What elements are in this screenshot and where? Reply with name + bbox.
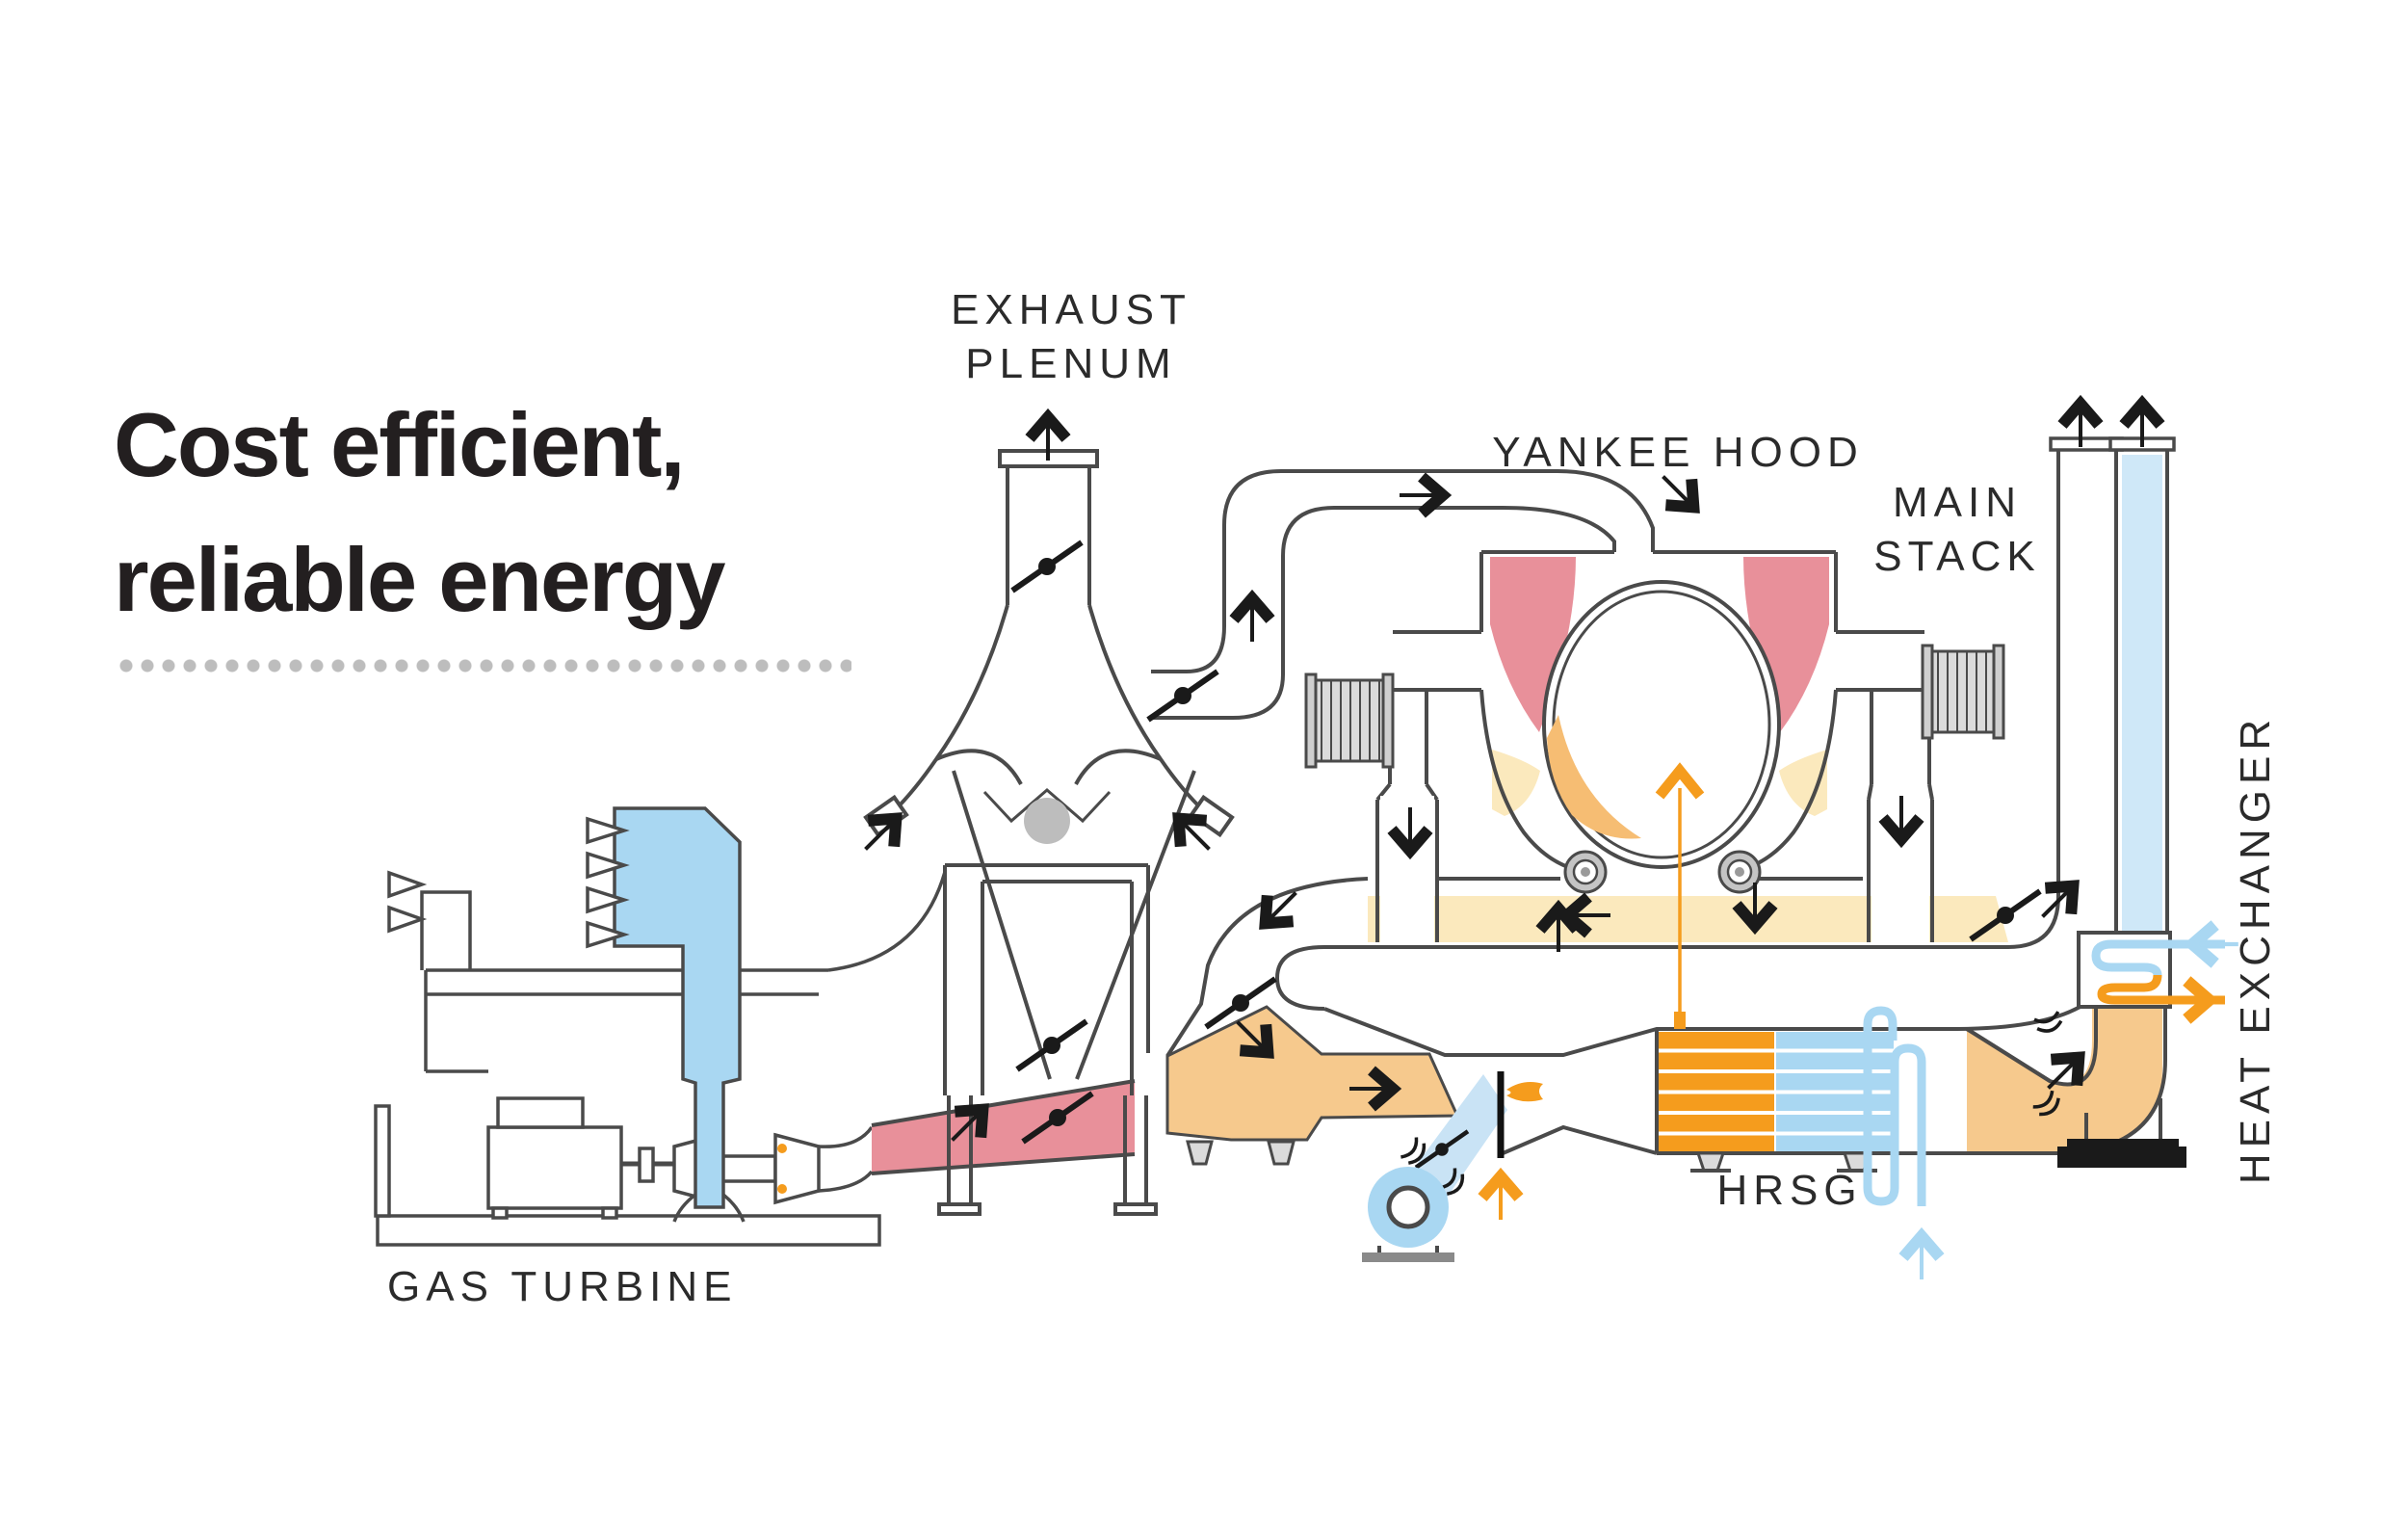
yankee-hood xyxy=(1304,550,2005,944)
cylinder-roller-right xyxy=(1717,850,1762,894)
fan-blower-icon xyxy=(1362,1167,1454,1262)
dotted-divider xyxy=(118,657,851,674)
diagonal-arrow-icon xyxy=(852,805,909,862)
plenum-ball-damper xyxy=(1024,798,1070,844)
hrsg-outlet-elbow xyxy=(1965,1007,2186,1168)
damper-valve-icon xyxy=(1148,672,1217,720)
hot-air-zone-right xyxy=(1743,557,1829,732)
turbine-exhaust-duct xyxy=(871,1079,1136,1175)
steam-up-arrow-icon xyxy=(1655,762,1705,800)
return-elbow xyxy=(1165,877,1369,1058)
label-yankee-hood: YANKEE HOOD xyxy=(1492,429,1864,476)
hrsg-unit xyxy=(1655,1006,2052,1279)
generator xyxy=(486,1125,623,1210)
steam-supply-line xyxy=(1655,762,1705,1029)
hot-air-zone-left xyxy=(1490,557,1576,732)
cold-water-coil xyxy=(2091,939,2225,976)
label-gas-turbine: GAS TURBINE xyxy=(387,1263,738,1310)
damper-valve-icon xyxy=(1017,1021,1086,1069)
label-main-stack: MAIN STACK xyxy=(1873,479,2041,580)
label-heat-exchanger: HEAT EXCHANGER xyxy=(2232,713,2279,1185)
label-hrsg: HRSG xyxy=(1716,1167,1863,1214)
combustion-air-arrow-icon xyxy=(1482,1176,1519,1220)
gas-turbine-assembly xyxy=(374,806,947,1247)
air-intake-duct xyxy=(613,806,742,1209)
feedwater-up-arrow-icon xyxy=(1903,1236,1940,1279)
heat-exchanger-stack-flow xyxy=(2122,455,2162,933)
hood-fan-right xyxy=(1921,644,2005,740)
title-line-1: Cost efficient, xyxy=(114,394,686,495)
return-air-duct xyxy=(1368,896,2008,942)
heat-crescent xyxy=(1547,715,1641,839)
hot-water-coil xyxy=(2097,974,2225,1005)
hood-fan-left xyxy=(1304,672,1395,769)
diverter-duct xyxy=(1165,1005,1460,1166)
up-arrow-icon xyxy=(1234,598,1270,642)
stack-base-pedestal xyxy=(2057,1147,2186,1168)
stacks xyxy=(2049,436,2176,933)
duct-burner xyxy=(1362,1071,1658,1262)
supply-duct xyxy=(1151,469,1655,720)
yankee-cylinder xyxy=(1542,580,1781,869)
turbine-skid xyxy=(376,1214,881,1247)
damper-valve-icon xyxy=(1012,542,1082,591)
label-exhaust-plenum: EXHAUST PLENUM xyxy=(951,286,1191,387)
feedwater-coil xyxy=(1863,1006,1926,1206)
burner-flame-icon xyxy=(1506,1082,1543,1102)
diagonal-arrow-icon xyxy=(2029,873,2086,930)
hrsg-heating-coils xyxy=(1659,1032,1894,1152)
cylinder-roller-left xyxy=(1563,850,1608,894)
page-title: Cost efficient, reliable energy xyxy=(114,378,726,647)
heat-exchanger-unit xyxy=(2077,925,2238,1019)
title-line-2: reliable energy xyxy=(114,529,726,630)
